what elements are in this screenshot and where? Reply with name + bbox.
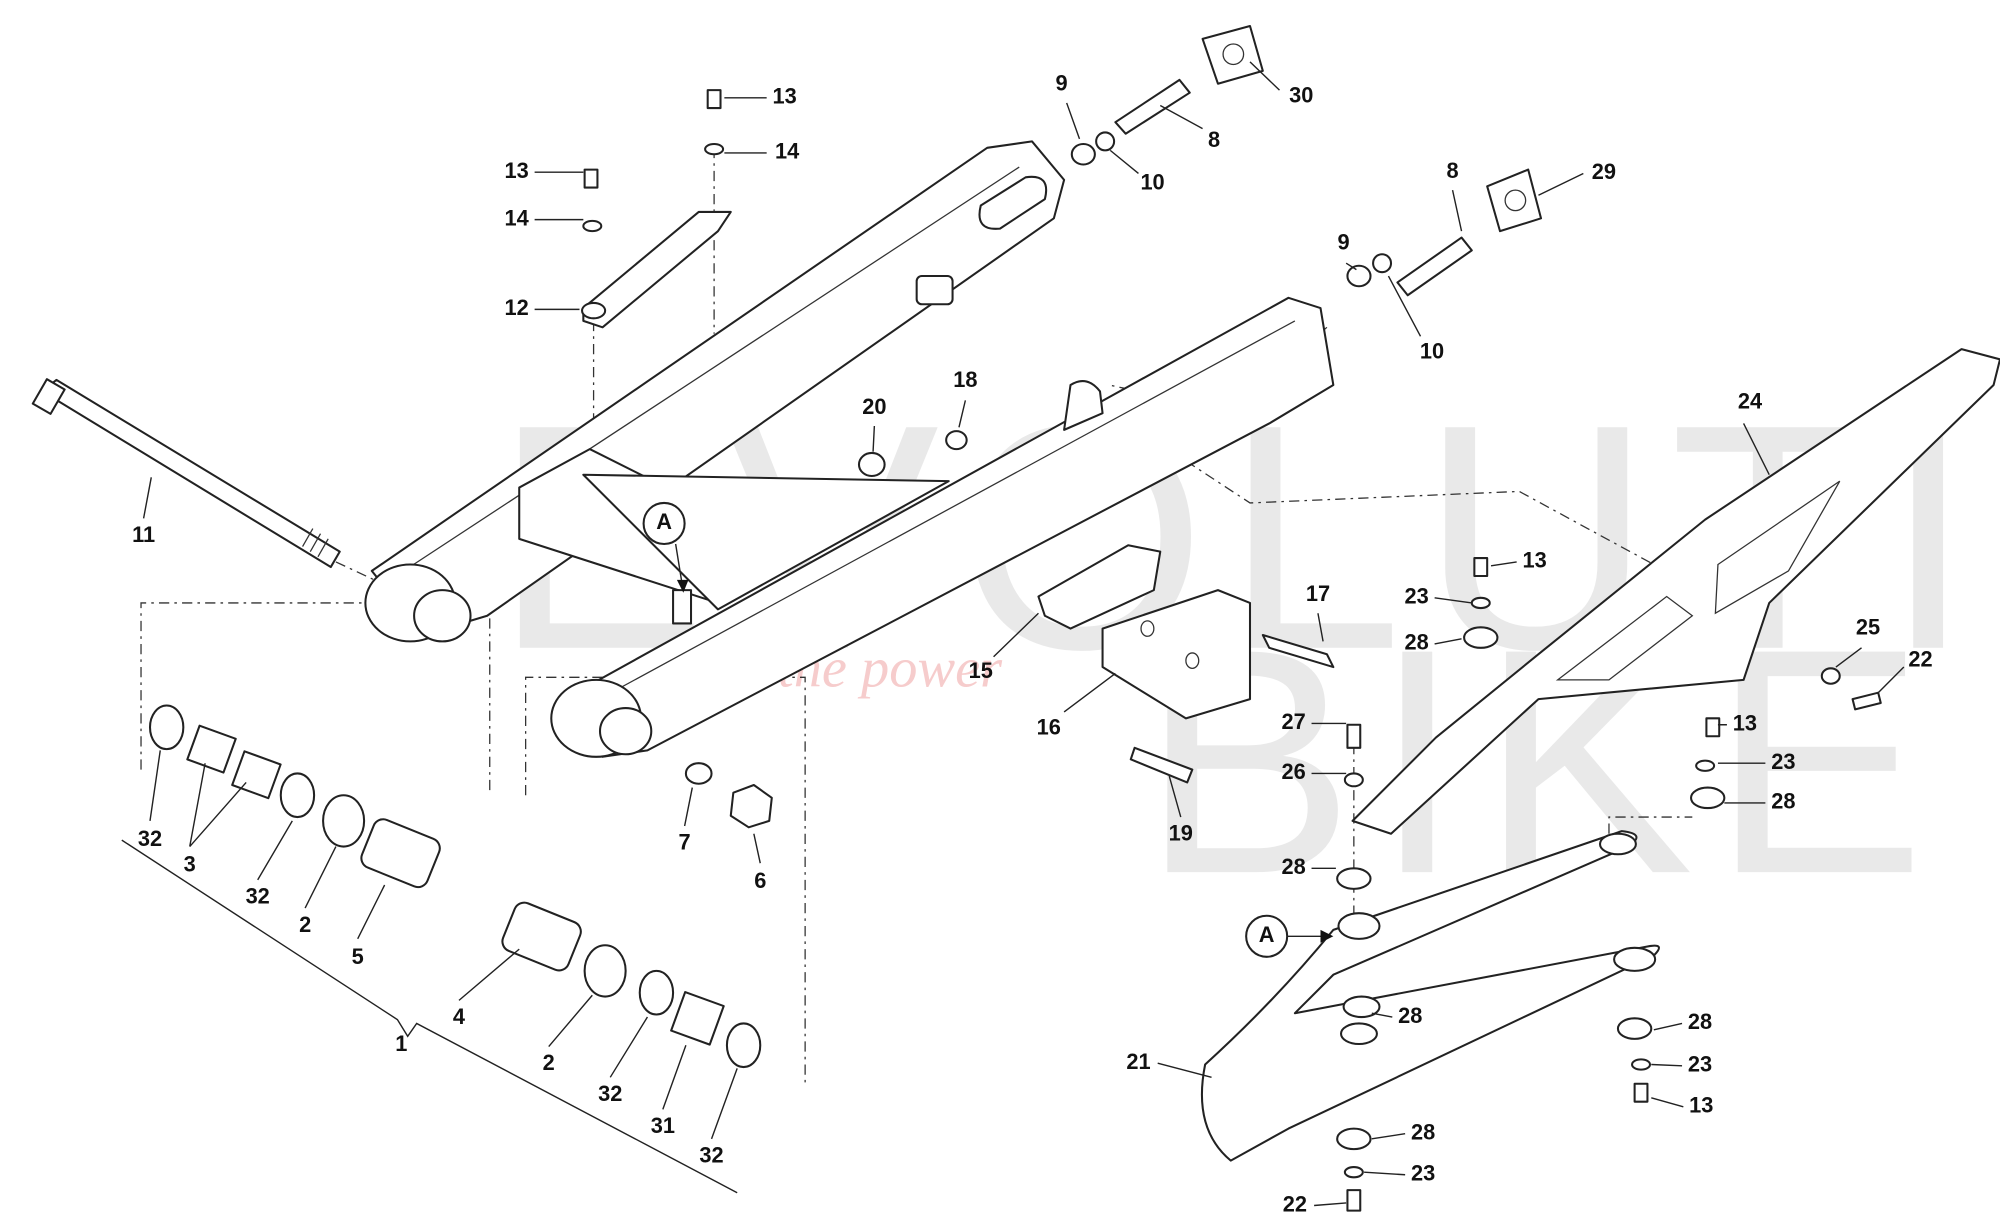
callout-13: 13 [505, 158, 529, 183]
callout-4: 4 [453, 1004, 465, 1029]
callout-labels: 13 14 13 14 12 9 10 8 30 8 29 9 10 24 18… [132, 71, 1933, 1217]
callout-30: 30 [1289, 82, 1313, 107]
callout-21: 21 [1126, 1049, 1150, 1074]
callout-8: 8 [1208, 127, 1220, 152]
leader-box-left-bushings [140, 602, 491, 796]
chain-slider-21 [1200, 830, 1660, 1162]
callout-26: 26 [1281, 759, 1305, 784]
callout-13: 13 [1522, 548, 1546, 573]
callout-23: 23 [1411, 1160, 1435, 1185]
callout-6: 6 [754, 868, 766, 893]
callout-14: 14 [775, 139, 799, 164]
callout-14: 14 [505, 205, 529, 230]
callout-11: 11 [132, 522, 155, 547]
bolt-13-14 [582, 89, 725, 233]
callout-9: 9 [1055, 71, 1067, 96]
callout-leaders [142, 61, 1905, 1207]
callout-23: 23 [1405, 584, 1429, 609]
callout-10: 10 [1420, 339, 1444, 364]
callout-19: 19 [1169, 821, 1193, 846]
callout-22: 22 [1908, 646, 1932, 671]
callout-32: 32 [246, 884, 270, 909]
reference-marker-a-top: A [642, 501, 689, 593]
callout-10: 10 [1140, 169, 1164, 194]
callout-24: 24 [1738, 389, 1762, 414]
callout-32: 32 [598, 1081, 622, 1106]
leader-slider [1608, 816, 1693, 834]
chain-guard-24 [1351, 348, 2000, 835]
callout-8: 8 [1447, 158, 1459, 183]
callout-2: 2 [299, 912, 311, 937]
callout-28: 28 [1411, 1119, 1435, 1144]
callout-25: 25 [1856, 614, 1880, 639]
assembly-bracket-1 [121, 839, 738, 1194]
callout-18: 18 [953, 367, 977, 392]
callout-16: 16 [1037, 714, 1061, 739]
callout-13: 13 [772, 84, 796, 109]
callout-7: 7 [679, 830, 691, 855]
callout-31: 31 [651, 1113, 675, 1138]
bushings [148, 704, 773, 1069]
svg-text:A: A [1259, 922, 1275, 947]
callout-20: 20 [862, 394, 886, 419]
callout-3: 3 [184, 852, 196, 877]
callout-9: 9 [1338, 230, 1350, 255]
callout-27: 27 [1281, 709, 1305, 734]
chain-adjuster-12 [581, 210, 732, 329]
callout-28: 28 [1398, 1003, 1422, 1028]
callout-32: 32 [138, 826, 162, 851]
leader-axle [335, 561, 375, 581]
swingarm [364, 140, 1335, 758]
callout-15: 15 [969, 658, 993, 683]
callout-23: 23 [1771, 749, 1795, 774]
callout-28: 28 [1771, 789, 1795, 814]
tension-bolts [857, 25, 1543, 478]
callout-23: 23 [1688, 1052, 1712, 1077]
callout-12: 12 [505, 295, 529, 320]
callout-13: 13 [1689, 1093, 1713, 1118]
callout-32: 32 [699, 1143, 723, 1168]
chain-guide-15-16 [1037, 544, 1335, 784]
svg-text:A: A [656, 509, 672, 534]
fasteners-right [1336, 557, 1726, 1212]
callout-28: 28 [1281, 854, 1305, 879]
reference-marker-a-bottom: A [1245, 914, 1334, 958]
callout-29: 29 [1592, 159, 1616, 184]
callout-28: 28 [1405, 630, 1429, 655]
axle-11 [31, 378, 341, 569]
callout-5: 5 [352, 944, 364, 969]
callout-17: 17 [1306, 581, 1330, 606]
callout-13: 13 [1733, 710, 1757, 735]
watermark-brand-bottom: BIKE [1141, 582, 1943, 940]
callout-1: 1 [395, 1031, 407, 1056]
callout-28: 28 [1688, 1009, 1712, 1034]
callout-2: 2 [543, 1050, 555, 1075]
callout-22: 22 [1283, 1191, 1307, 1216]
